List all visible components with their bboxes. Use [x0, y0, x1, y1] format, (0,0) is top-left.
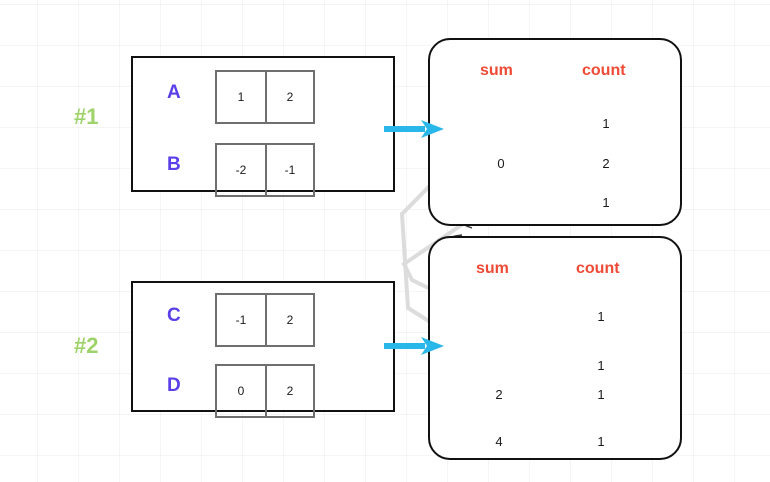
panel-1-header-count: count: [582, 62, 626, 79]
panel-1-row-1-sum: 0: [497, 156, 505, 171]
value-pair-a: 1 2: [215, 70, 315, 124]
cell-d-0: 0: [237, 384, 245, 398]
row-letter-a: A: [167, 82, 181, 103]
value-pair-c: -1 2: [215, 293, 315, 347]
panel-2-row-1-count: 1: [597, 358, 605, 373]
panel-2-row-0-count: 1: [597, 309, 605, 324]
row-letter-c: C: [167, 305, 181, 326]
panel-2-row-3-count: 1: [597, 434, 605, 449]
group-label-1: #1: [74, 104, 99, 129]
panel-1-header-sum: sum: [480, 62, 513, 79]
input-box-group-1: A 1 2 B -2 -1: [131, 56, 395, 197]
panel-2-row-2-sum: 2: [495, 387, 503, 402]
group-label-2: #2: [74, 333, 99, 358]
panel-1-row-2-count: 1: [602, 195, 610, 210]
panel-1-row-1-count: 2: [602, 156, 610, 171]
cell-b-0: -2: [235, 163, 247, 177]
cell-c-1: 2: [265, 295, 313, 345]
panel-2-row-3-sum: 4: [495, 434, 503, 449]
aggregate-panel-2: sum count 1 1 2 1 4 1: [428, 236, 682, 460]
input-box-group-2: C -1 2 D 0 2: [131, 281, 395, 418]
value-pair-b: -2 -1: [215, 143, 315, 197]
cell-d-1: 2: [265, 366, 313, 416]
row-letter-d: D: [167, 375, 181, 396]
panel-2-header-sum: sum: [476, 260, 509, 277]
panel-2-row-2-count: 1: [597, 387, 605, 402]
cell-a-0: 1: [237, 90, 245, 104]
aggregate-panel-1: sum count 1 0 2 1: [428, 38, 682, 226]
row-letter-b: B: [167, 154, 181, 175]
cell-b-1: -1: [265, 145, 313, 195]
panel-2-header-count: count: [576, 260, 620, 277]
panel-1-row-0-count: 1: [602, 116, 610, 131]
cell-a-1: 2: [265, 72, 313, 122]
value-pair-d: 0 2: [215, 364, 315, 418]
cell-c-0: -1: [235, 313, 247, 327]
